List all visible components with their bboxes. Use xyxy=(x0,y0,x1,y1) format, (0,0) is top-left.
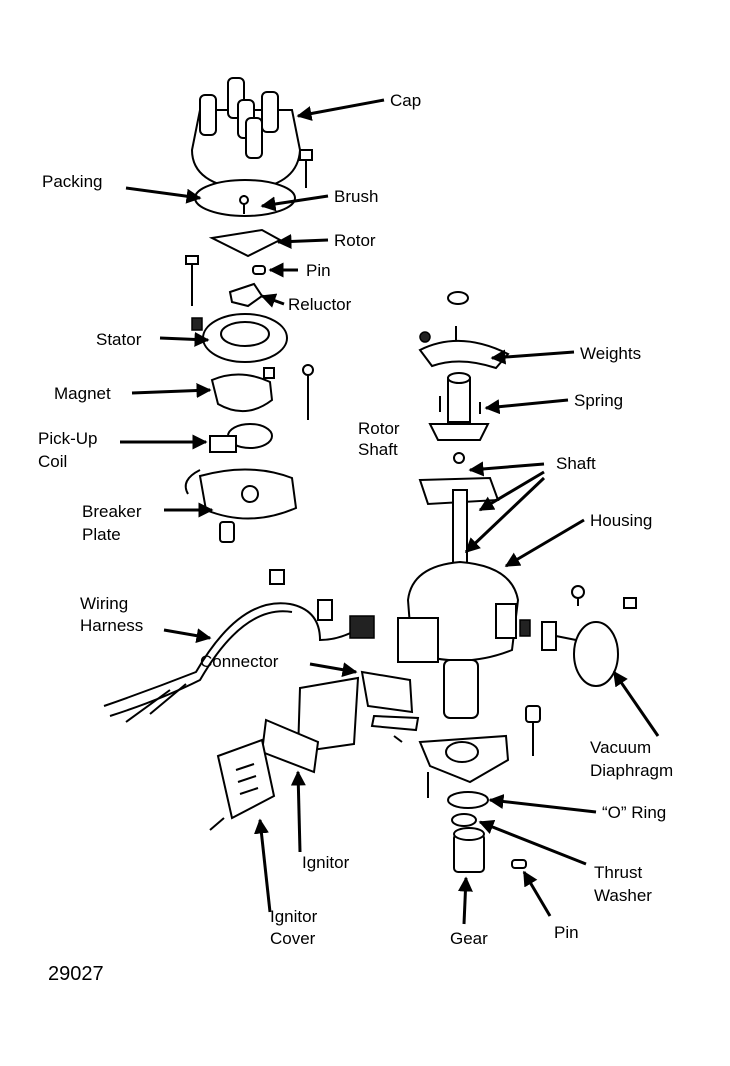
label-ignitor-cover-line1: Ignitor xyxy=(270,907,318,926)
wiring-harness-part xyxy=(103,569,375,723)
stator-part xyxy=(202,313,288,363)
label-thrust-washer-line1: Thrust xyxy=(594,863,642,882)
ignitor-part xyxy=(260,676,403,774)
label-vacuum-diaphragm-line2: Diaphragm xyxy=(590,761,673,780)
breaker-nut-part xyxy=(219,521,235,543)
label-shaft: Shaft xyxy=(556,454,596,473)
label-vacuum-diaphragm-line1: Vacuum xyxy=(590,738,651,757)
label-pin-top: Pin xyxy=(306,261,331,280)
label-wiring-harness-line2: Harness xyxy=(80,616,143,635)
label-magnet: Magnet xyxy=(54,384,111,403)
label-pickup-coil-line1: Pick-Up xyxy=(38,429,98,448)
long-screw-part xyxy=(185,255,199,306)
cap-part xyxy=(190,77,302,192)
breaker-plate-part xyxy=(184,468,298,520)
label-ignitor: Ignitor xyxy=(302,853,350,872)
base-plate-part xyxy=(418,705,541,798)
housing-part xyxy=(397,560,531,719)
leader-arrows xyxy=(120,98,660,925)
label-gear: Gear xyxy=(450,929,488,948)
label-breaker-plate-line1: Breaker xyxy=(82,502,142,521)
pin-bottom-part xyxy=(511,859,527,869)
pin-top-part xyxy=(252,265,266,275)
brush-part xyxy=(239,195,249,214)
label-packing: Packing xyxy=(42,172,102,191)
label-o-ring: “O” Ring xyxy=(602,803,666,822)
rotor-shaft-part xyxy=(428,372,490,441)
connector-part xyxy=(360,670,420,732)
label-wiring-harness-line1: Wiring xyxy=(80,594,128,613)
weights-part xyxy=(418,291,510,370)
label-rotor: Rotor xyxy=(334,231,376,250)
rotor-part xyxy=(208,228,283,258)
gear-part xyxy=(453,827,485,873)
vacuum-diaphragm-part xyxy=(541,585,637,687)
label-weights: Weights xyxy=(580,344,641,363)
label-thrust-washer-line2: Washer xyxy=(594,886,652,905)
reluctor-part xyxy=(228,282,264,308)
ignitor-cover-part xyxy=(209,738,276,831)
clip-part xyxy=(191,317,203,331)
magnet-screw-part xyxy=(263,364,314,420)
label-rotor-shaft-line2: Shaft xyxy=(358,440,398,459)
cap-screw-part xyxy=(299,149,313,188)
label-connector: Connector xyxy=(200,652,279,671)
label-brush: Brush xyxy=(334,187,378,206)
label-pin-bottom: Pin xyxy=(554,923,579,942)
label-cap: Cap xyxy=(390,91,421,110)
label-reluctor: Reluctor xyxy=(288,295,352,314)
magnet-part xyxy=(210,373,274,412)
label-ignitor-cover-line2: Cover xyxy=(270,929,316,948)
label-rotor-shaft-line1: Rotor xyxy=(358,419,400,438)
thrust-washer-part xyxy=(451,813,477,827)
label-spring: Spring xyxy=(574,391,623,410)
label-housing: Housing xyxy=(590,511,652,530)
label-breaker-plate-line2: Plate xyxy=(82,525,121,544)
label-stator: Stator xyxy=(96,330,142,349)
label-pickup-coil-line2: Coil xyxy=(38,452,67,471)
figure-number: 29027 xyxy=(48,963,104,985)
o-ring-part xyxy=(447,791,489,809)
pickup-coil-part xyxy=(209,423,273,453)
